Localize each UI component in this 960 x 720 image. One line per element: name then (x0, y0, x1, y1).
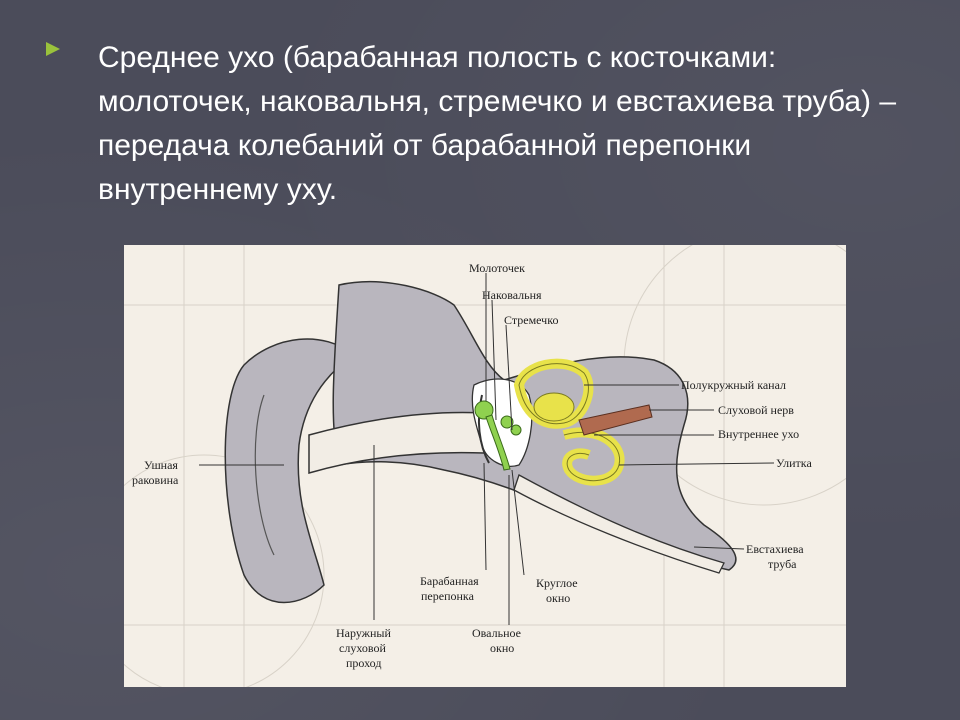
label-eardrum-2: перепонка (421, 589, 475, 603)
ossicles (474, 400, 522, 471)
label-semicircular-canal: Полукружный канал (681, 378, 786, 392)
background-grid (124, 245, 846, 687)
bullet-text: Среднее ухо (барабанная полость с косточ… (98, 41, 897, 206)
label-auricle-1: Ушная (144, 458, 178, 472)
label-stirrup: Стремечко (504, 313, 558, 327)
label-oval-window-2: окно (490, 641, 514, 655)
triangle-bullet-icon (46, 42, 60, 56)
label-inner-ear: Внутреннее ухо (718, 427, 799, 441)
inner-ear-labyrinth (513, 358, 625, 486)
ear-anatomy-figure: Молоточек Наковальня Стремечко Полукружн… (124, 245, 846, 687)
label-oval-window-1: Овальное (472, 626, 521, 640)
label-auditory-nerve: Слуховой нерв (718, 403, 794, 417)
label-round-window-2: окно (546, 591, 570, 605)
label-cochlea: Улитка (776, 456, 812, 470)
ear-diagram: Молоточек Наковальня Стремечко Полукружн… (124, 245, 846, 687)
label-outer-canal-1: Наружный (336, 626, 391, 640)
label-eustachian-tube-2: труба (768, 557, 797, 571)
eustachian-tube-shape (513, 474, 725, 574)
label-auricle-2: раковина (132, 473, 179, 487)
label-round-window-1: Круглое (536, 576, 578, 590)
label-anvil: Наковальня (482, 288, 542, 302)
temporal-bone-shape (332, 281, 737, 571)
label-hammer: Молоточек (469, 261, 525, 275)
label-eardrum-1: Барабанная (420, 574, 479, 588)
auditory-nerve-shape (578, 404, 653, 436)
label-eustachian-tube-1: Евстахиева (746, 542, 804, 556)
label-outer-canal-3: проход (346, 656, 381, 670)
leader-lines (199, 273, 775, 625)
label-outer-canal-2: слуховой (339, 641, 386, 655)
